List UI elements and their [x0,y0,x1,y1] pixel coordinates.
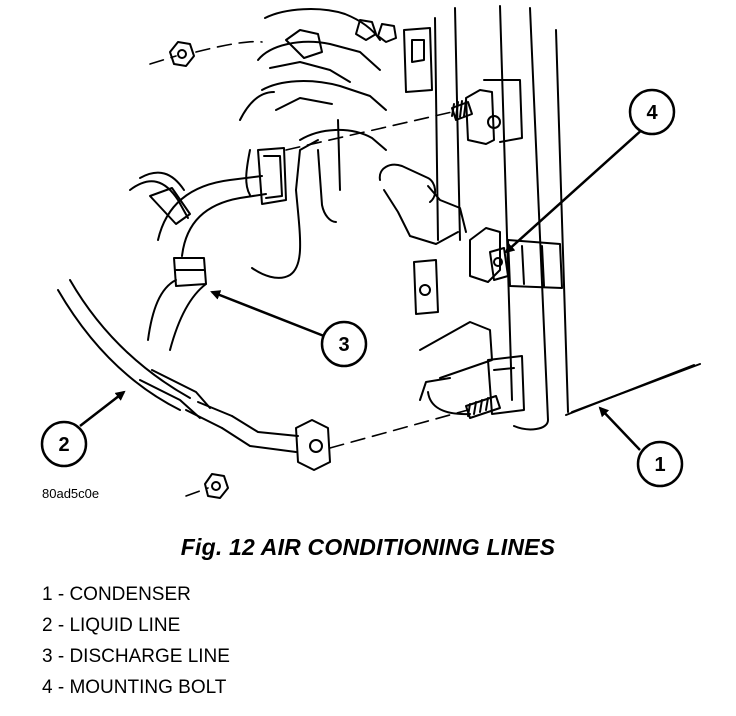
bottom-nut [204,473,229,499]
callout-1: 1 [636,440,684,488]
callout-3: 3 [320,320,368,368]
top-nut [169,41,195,67]
callout-2: 2 [40,420,88,468]
arrow-1 [598,406,641,451]
upper-bolt [451,99,473,121]
legend-item-condenser: 1 - CONDENSER [42,584,191,605]
diagram-figure: 1 2 3 4 80ad5c0e [40,5,701,501]
callout-4: 4 [628,88,676,136]
legend-item-discharge-line: 3 - DISCHARGE LINE [42,646,230,667]
callout-arrows [79,127,645,451]
svg-text:2: 2 [58,434,69,456]
arrow-3 [210,290,325,338]
legend-item-liquid-line: 2 - LIQUID LINE [42,615,181,636]
legend-list: 1 - CONDENSER 2 - LIQUID LINE 3 - DISCHA… [42,579,230,703]
condenser-body [403,5,701,431]
engine-structure [239,8,397,279]
svg-text:1: 1 [654,454,665,476]
arrow-2 [79,390,126,427]
svg-text:4: 4 [646,102,658,124]
liquid-line [57,279,331,471]
figure-caption: Fig. 12 AIR CONDITIONING LINES [180,534,556,560]
discharge-line [129,147,287,351]
legend-item-mounting-bolt: 4 - MOUNTING BOLT [42,677,227,698]
arrow-4 [504,127,645,254]
lower-bolt [465,395,501,419]
dashed-guides [149,40,469,497]
mounting-bolt-4 [489,247,509,281]
figure-code: 80ad5c0e [42,486,99,501]
hose-neck [378,163,467,245]
svg-text:3: 3 [338,334,349,356]
